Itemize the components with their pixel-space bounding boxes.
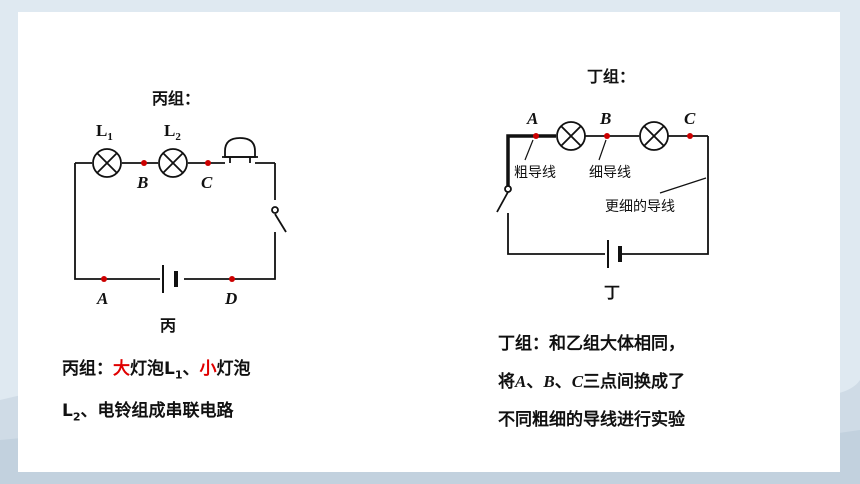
circuit-ding: 丁组： <box>496 67 709 302</box>
bing-caption: 丙 <box>160 316 176 335</box>
battery-icon-ding <box>607 240 622 268</box>
bing-point-c: C <box>201 173 213 192</box>
leader-lines <box>524 139 707 194</box>
description-ding-line3: 不同粗细的导线进行实验 <box>498 410 685 430</box>
lamp-l1-label: L1 <box>96 121 113 143</box>
description-bing-line1: 丙组：大灯泡L1、小灯泡 <box>62 359 251 382</box>
battery-icon-bing <box>162 265 178 293</box>
ding-lamp2-symbol <box>639 121 669 151</box>
bing-points <box>101 160 235 282</box>
ding-wires <box>507 135 709 255</box>
small-highlight: 小 <box>199 359 217 379</box>
ding-lamp1-symbol <box>556 121 586 151</box>
description-ding-line1: 丁组：和乙组大体相同， <box>498 334 685 354</box>
ding-caption: 丁 <box>604 283 620 302</box>
ding-points <box>533 133 693 139</box>
bing-point-b: B <box>136 173 148 192</box>
ding-group-title: 丁组： <box>587 67 635 86</box>
lamp-l2-label: L2 <box>164 121 181 143</box>
ding-point-b: B <box>599 109 611 128</box>
bing-point-a: A <box>96 289 108 308</box>
ding-point-a: A <box>526 109 538 128</box>
content-card <box>18 12 840 472</box>
ding-point-c: C <box>684 109 696 128</box>
thick-wire-label: 粗导线 <box>514 165 556 181</box>
description-bing: 丙组：大灯泡L1、小灯泡 L2、电铃组成串联电路 <box>62 351 251 436</box>
circuit-bing: 丙组： L1 L2 <box>74 89 287 335</box>
thinner-wire-label: 更细的导线 <box>605 199 675 215</box>
description-ding-line2: 将A、B、C三点间换成了 <box>498 372 686 392</box>
lamp-l2-symbol <box>158 148 188 178</box>
bing-wires <box>74 162 276 280</box>
switch-icon-bing <box>271 206 287 233</box>
switch-icon-ding <box>496 185 512 213</box>
description-bing-line2: L2、电铃组成串联电路 <box>62 401 234 424</box>
bing-point-d: D <box>224 289 237 308</box>
bing-group-title: 丙组： <box>152 89 200 108</box>
description-ding: 丁组：和乙组大体相同， 将A、B、C三点间换成了 不同粗细的导线进行实验 <box>498 325 685 439</box>
big-highlight: 大 <box>113 359 130 379</box>
thin-wire-label: 细导线 <box>589 165 631 181</box>
lamp-l1-symbol <box>92 148 122 178</box>
bell-icon <box>222 137 258 163</box>
thick-wire <box>506 134 556 186</box>
